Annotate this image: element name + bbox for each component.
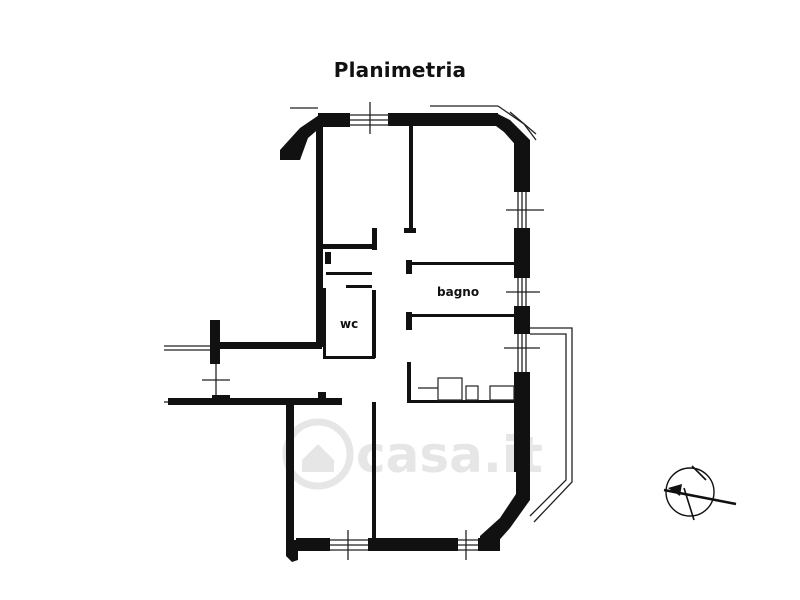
thin-lines <box>164 102 573 560</box>
plan-title: Planimetria <box>333 58 467 82</box>
north-arrow-icon <box>663 465 737 521</box>
room-label-bathroom: bagno <box>437 285 479 299</box>
kitchen-fixtures <box>418 377 515 401</box>
exterior-walls <box>168 113 530 562</box>
watermark: casa.it <box>282 418 543 490</box>
watermark-text: casa.it <box>356 426 543 484</box>
room-label-wc: wc <box>340 317 358 331</box>
interior-walls <box>318 126 518 538</box>
